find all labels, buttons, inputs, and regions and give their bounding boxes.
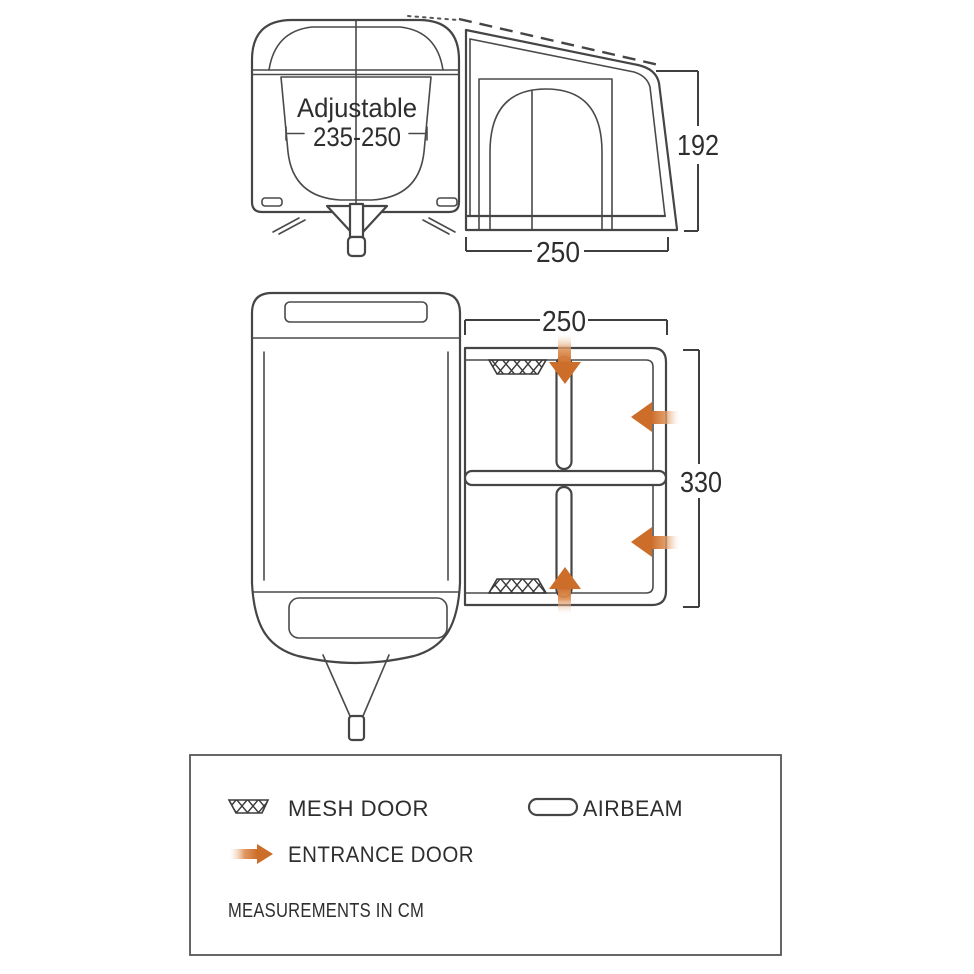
entrance-door-arrow-top [549,334,581,384]
dimension-width-lines [464,319,668,335]
caravan-plan-front-window [284,301,428,323]
caravan-front-window [268,26,444,71]
hitch-stub [346,235,367,258]
awning-base-band [464,214,679,232]
caravan-plan-drawbar [322,654,390,717]
caravan-front-panel [280,76,432,201]
legend-item-mesh-door: MESH DOOR [227,796,429,821]
adjustable-label: Adjustable [297,93,417,123]
hitch-column [348,202,365,239]
legend: MESH DOOR AIRBEAM ENTRANCE DOOR MEASUREM… [189,754,782,956]
caravan-plan-view [250,291,462,742]
arrow-tail [558,334,571,364]
arrow-tail [651,536,680,549]
adjustable-range-label: 235-250 [313,122,401,152]
entrance-door-arrow-right-upper [631,402,680,432]
marker-light-left [261,197,283,207]
arrow-head [631,527,652,557]
hitch-wing-right [361,204,389,234]
caravan-plan-outline [250,291,462,665]
dimension-depth: 250 [465,237,669,269]
awning-roof-front-inner [469,38,666,217]
marker-light-right [436,197,458,207]
entrance-door-arrow-right-lower [631,527,680,557]
entrance-door-icon [229,844,273,864]
legend-box [189,754,782,956]
entrance-door-arrow-bottom [549,567,581,614]
dimension-height-value: 192 [677,130,719,162]
caravan-roofline-dashed [458,17,660,67]
legend-item-entrance-door: ENTRANCE DOOR [229,842,474,867]
dimension-depth-value: 250 [536,237,580,269]
caravan-front-view: Adjustable 235-250 [250,18,461,258]
caravan-plan-gas-locker [288,597,448,639]
legend-airbeam-label: AIRBEAM [583,796,683,821]
arrow-head [257,844,273,864]
caravan-body-outline [250,18,461,214]
dimension-length-lines [683,349,700,608]
dimension-width-value: 250 [542,306,586,338]
mesh-door-bottom [487,578,548,594]
dimension-height: 192 [656,70,719,232]
hitch-assembly [325,202,389,258]
dimension-height-lines [656,70,699,232]
arrow-tail [651,411,680,424]
arrow-head [549,362,581,384]
awning-door-frame [478,78,613,231]
hitch-wing-left [325,204,353,234]
caravan-plan-inner-walls [263,351,449,581]
dimension-length-value: 330 [680,467,722,499]
adjustable-dimension-hooks [285,126,428,141]
awning-roof-front-outer [464,28,679,231]
dimension-width: 250 [464,306,668,338]
arrow-tail [558,587,571,614]
legend-item-airbeam: AIRBEAM [527,796,683,821]
arrow-tail [229,849,257,859]
airbeam-middle [463,469,668,487]
dimension-length: 330 [680,349,722,608]
awning-side-view [407,15,679,232]
mesh-door-top [487,359,548,375]
caravan-awning-rail-band [251,69,460,76]
arrow-head [549,567,581,589]
roofline-dotted-extension [407,15,459,21]
legend-mesh-door-label: MESH DOOR [288,796,429,821]
floor-plan-section: 250 330 [250,291,722,742]
corner-steady-right [422,217,456,235]
front-elevation-section: Adjustable 235-250 192 250 [250,15,719,269]
caravan-plan-hitch [347,714,366,742]
corner-steady-left [272,217,306,235]
awning-door-arch [489,88,603,231]
arrow-head [631,402,652,432]
awning-plan-outer-wall [463,346,668,607]
airbeam-icon [527,797,579,817]
legend-entrance-door-label: ENTRANCE DOOR [288,842,474,867]
mesh-door-icon [227,799,270,814]
dimension-depth-lines [465,237,669,252]
measurements-note: MEASUREMENTS IN CM [228,900,424,922]
awning-plan-view [463,334,680,614]
